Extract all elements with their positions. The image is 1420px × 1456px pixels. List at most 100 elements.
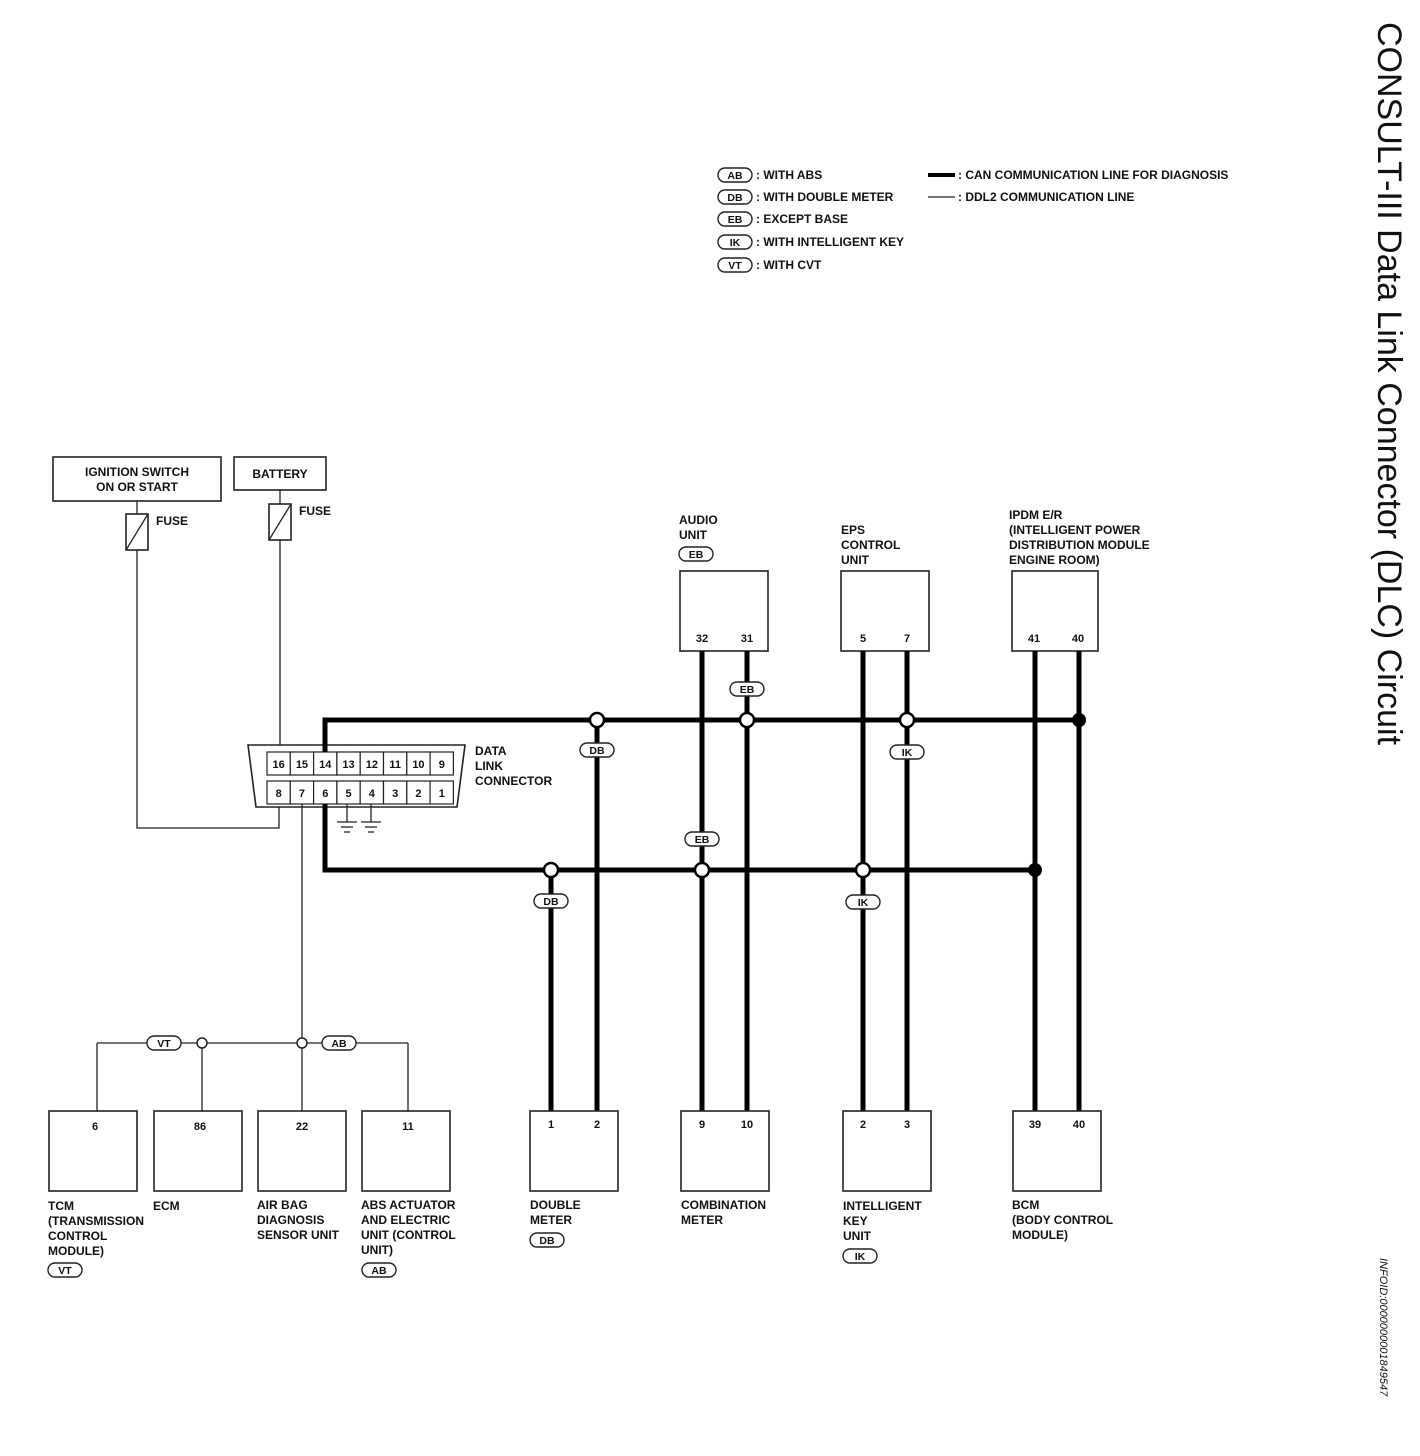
dlc-pin-7: 7 (289, 780, 315, 805)
svg-text:METER: METER (530, 1213, 572, 1227)
svg-text:INTELLIGENT: INTELLIGENT (843, 1199, 922, 1213)
svg-text:AND ELECTRIC: AND ELECTRIC (361, 1213, 451, 1227)
svg-text:COMBINATION: COMBINATION (681, 1198, 766, 1212)
svg-text:41: 41 (1028, 633, 1040, 645)
svg-text:VT: VT (728, 260, 742, 272)
svg-text:7: 7 (299, 788, 305, 800)
svg-text:16: 16 (273, 759, 285, 771)
svg-text:FUSE: FUSE (156, 514, 188, 528)
svg-text:DB: DB (727, 192, 743, 204)
svg-text:6: 6 (322, 788, 328, 800)
svg-text:EB: EB (689, 549, 704, 561)
info-id: INFOID:0000000001849547 (1377, 1258, 1389, 1397)
bcm-unit: 39 40 BCM (BODY CONTROL MODULE) (1012, 1110, 1113, 1242)
svg-text:DB: DB (543, 896, 559, 908)
ddl2-wires: VT AB (96, 804, 409, 1111)
svg-text:IK: IK (902, 747, 913, 759)
svg-text:12: 12 (366, 759, 378, 771)
legend-line-can: : CAN COMMUNICATION LINE FOR DIAGNOSIS (928, 168, 1228, 182)
ground-symbols (337, 804, 381, 833)
svg-text:DATA: DATA (475, 744, 507, 758)
dlc-pin-10: 10 (406, 751, 431, 776)
svg-text:3: 3 (392, 788, 398, 800)
svg-text:3: 3 (904, 1119, 910, 1131)
dlc-pin-11: 11 (382, 751, 408, 776)
svg-text:8: 8 (276, 788, 282, 800)
svg-text:ON OR START: ON OR START (96, 480, 178, 494)
combination-meter-unit: 9 10 COMBINATION METER (680, 1110, 770, 1227)
svg-text:ABS ACTUATOR: ABS ACTUATOR (361, 1198, 456, 1212)
svg-text:: WITH INTELLIGENT KEY: : WITH INTELLIGENT KEY (756, 235, 904, 249)
dlc-pin-16: 16 (266, 751, 291, 776)
svg-text:1: 1 (439, 788, 445, 800)
dlc-pin-13: 13 (336, 751, 361, 776)
svg-text:FUSE: FUSE (299, 504, 331, 518)
svg-text:: DDL2 COMMUNICATION LINE: : DDL2 COMMUNICATION LINE (958, 190, 1134, 204)
svg-text:UNIT): UNIT) (361, 1243, 393, 1257)
legend-item-ik: IK : WITH INTELLIGENT KEY (717, 234, 904, 250)
svg-text:39: 39 (1029, 1119, 1041, 1131)
svg-text:DIAGNOSIS: DIAGNOSIS (257, 1213, 324, 1227)
svg-text:: WITH ABS: : WITH ABS (756, 168, 822, 182)
svg-text:10: 10 (412, 759, 424, 771)
battery-box: BATTERY (233, 456, 327, 491)
can-wires (322, 651, 1082, 1111)
svg-text:IPDM E/R: IPDM E/R (1009, 508, 1063, 522)
svg-text:AUDIO: AUDIO (679, 513, 718, 527)
svg-text:MODULE): MODULE) (1012, 1228, 1068, 1242)
abs-actuator-unit: 11 ABS ACTUATOR AND ELECTRIC UNIT (CONTR… (361, 1110, 456, 1278)
svg-text:: WITH CVT: : WITH CVT (756, 258, 822, 272)
ipdm-er-unit: IPDM E/R (INTELLIGENT POWER DISTRIBUTION… (1009, 508, 1150, 652)
legend-item-ab: AB : WITH ABS (717, 167, 822, 183)
svg-text:AB: AB (331, 1038, 347, 1050)
svg-text:DISTRIBUTION MODULE: DISTRIBUTION MODULE (1009, 538, 1150, 552)
svg-text:(BODY CONTROL: (BODY CONTROL (1012, 1213, 1113, 1227)
svg-text:10: 10 (741, 1119, 753, 1131)
fuse-battery: FUSE (268, 490, 331, 541)
legend-item-vt: VT : WITH CVT (717, 257, 822, 273)
dlc-pin-14: 14 (313, 751, 338, 776)
svg-text:9: 9 (439, 759, 445, 771)
svg-text:6: 6 (92, 1121, 98, 1133)
dlc-pin-3: 3 (382, 780, 408, 805)
ignition-switch-box: IGNITION SWITCH ON OR START (52, 456, 222, 502)
svg-text:EB: EB (728, 214, 743, 226)
intelligent-key-unit: 2 3 INTELLIGENT KEY UNIT IK (842, 1110, 932, 1264)
svg-text:2: 2 (415, 788, 421, 800)
svg-text:AB: AB (727, 170, 743, 182)
svg-text:UNIT (CONTROL: UNIT (CONTROL (361, 1228, 456, 1242)
dlc-pin-5: 5 (336, 780, 361, 805)
svg-text:CONTROL: CONTROL (48, 1229, 107, 1243)
svg-text:UNIT: UNIT (843, 1229, 872, 1243)
svg-text:22: 22 (296, 1121, 308, 1133)
legend-line-ddl2: : DDL2 COMMUNICATION LINE (928, 190, 1134, 204)
tcm-unit: 6 TCM (TRANSMISSION CONTROL MODULE) VT (47, 1110, 144, 1278)
svg-text:(INTELLIGENT POWER: (INTELLIGENT POWER (1009, 523, 1141, 537)
svg-text:KEY: KEY (843, 1214, 868, 1228)
svg-text:: EXCEPT BASE: : EXCEPT BASE (756, 212, 848, 226)
dlc-pin-9: 9 (429, 751, 455, 776)
svg-text:31: 31 (741, 633, 753, 645)
svg-text:CONTROL: CONTROL (841, 538, 900, 552)
legend-item-eb: EB : EXCEPT BASE (717, 211, 848, 227)
svg-text:9: 9 (699, 1119, 705, 1131)
svg-text:DOUBLE: DOUBLE (530, 1198, 581, 1212)
svg-text:1: 1 (548, 1119, 554, 1131)
svg-text:IK: IK (858, 897, 869, 909)
svg-text:SENSOR UNIT: SENSOR UNIT (257, 1228, 340, 1242)
dlc-pin-1: 1 (429, 780, 455, 805)
svg-text:13: 13 (342, 759, 354, 771)
dlc-pin-15: 15 (289, 751, 315, 776)
svg-text:7: 7 (904, 633, 910, 645)
svg-text:METER: METER (681, 1213, 723, 1227)
eps-control-unit: EPS CONTROL UNIT 5 7 (840, 523, 930, 652)
svg-text:IK: IK (730, 237, 741, 249)
wire-tags: DB EB IK EB DB IK (533, 681, 925, 910)
svg-text:UNIT: UNIT (679, 528, 708, 542)
svg-text:CONNECTOR: CONNECTOR (475, 774, 552, 788)
svg-text:VT: VT (157, 1038, 171, 1050)
svg-text:5: 5 (345, 788, 351, 800)
dlc-pin-6: 6 (313, 780, 338, 805)
svg-text:TCM: TCM (48, 1199, 74, 1213)
svg-text:14: 14 (319, 759, 332, 771)
